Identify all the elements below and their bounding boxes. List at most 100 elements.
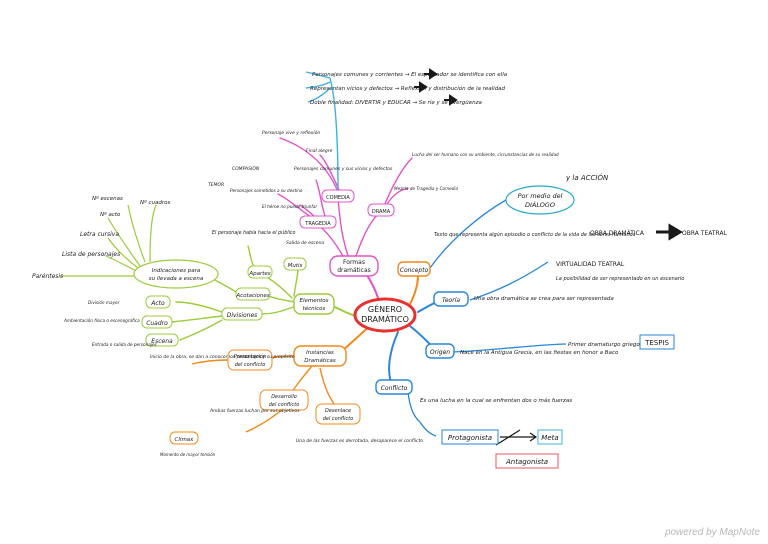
node-concepto[interactable] [397,261,431,277]
node-origen[interactable] [425,343,455,359]
label-desarrollo-1: Desarrollo [271,394,297,400]
node-desenlace[interactable] [315,403,361,425]
label-comedia: COMEDIA [326,195,350,201]
label-divisiones: Divisiones [227,312,258,319]
node-desarrollo[interactable] [259,389,309,411]
label-instancias-1: Instancias [306,350,334,356]
node-elementos[interactable] [293,293,335,315]
note-concepto: Texto que representa algún episodio o co… [434,231,636,238]
node-instancias[interactable] [293,345,347,367]
note-obra-teatral: OBRA TEATRAL [682,230,728,237]
center-node[interactable] [353,297,417,333]
node-protagonista[interactable] [441,429,499,445]
note-personaje-habla: El personaje habla hacia el público [212,229,296,236]
note-accion: y la ACCIÓN [565,173,609,182]
node-dialogo[interactable] [505,185,575,215]
node-apartes[interactable] [247,265,273,279]
label-meta: Meta [541,434,558,442]
label-escena: Escena [151,338,173,345]
label-desenlace-2: del conflicto [323,416,354,422]
node-cuadro[interactable] [141,315,173,329]
node-conflicto[interactable] [375,379,413,395]
label-presentacion-1: Presentación [234,353,266,360]
node-drama[interactable] [367,203,395,217]
label-apartes: Apartes [248,271,270,277]
note-top-3: Doble finalidad: DIVERTIR y EDUCAR → Se … [310,99,482,106]
node-climax[interactable] [169,431,199,445]
note-lista-personajes: Lista de personajes [62,251,120,258]
label-tespis: TESPIS [644,339,669,347]
note-presentacion: Inicio de la obra, se dan a conocer los … [150,353,295,360]
label-drama: DRAMA [372,209,391,215]
note-tragedia-5: El héroe no puede triunfar [262,204,317,209]
label-antagonista: Antagonista [505,458,548,466]
note-drama-1: Lucha del ser humano con su ambiente, ci… [412,152,559,157]
node-acto[interactable] [145,295,171,309]
label-elementos-2: técnicos [303,305,326,312]
note-desenlace: Una de las fuerzas es derrotada, desapar… [296,438,423,444]
label-origen: Origen [430,349,450,356]
note-conflicto: Es una lucha en la cual se enfrentan dos… [420,397,572,404]
note-escena: Entrada o salida de personajes [92,342,158,347]
node-meta[interactable] [537,429,563,445]
node-tespis[interactable] [639,334,675,350]
label-elementos-1: Elementos [299,298,328,304]
note-acto: División mayor [88,300,120,305]
node-antagonista[interactable] [495,453,559,469]
label-indicaciones-2: su llevada a escena [149,276,204,282]
note-tragedia-1: Personaje vive y reflexión [262,129,320,136]
note-climax: Momento de mayor tensión [160,452,216,457]
branch-comedia [337,199,349,257]
note-virtualidad-2: La posibilidad de ser representado en un… [556,276,684,282]
label-formas-2: dramáticas [337,267,371,274]
note-letra-cursiva: Letra cursiva [80,231,119,238]
note-n-actos: Nº acto [100,211,121,218]
note-salida: Salida de escena [286,240,324,246]
node-escena[interactable] [145,333,179,347]
note-desarrollo: Ambas fuerzas luchan por sus objetivos [209,408,300,414]
label-mutis: Mutis [288,263,303,269]
label-protagonista: Protagonista [448,434,492,442]
note-tragedia-2: COMPASIÓN [232,165,260,172]
node-mutis[interactable] [283,257,307,271]
node-divisiones[interactable] [221,307,263,321]
label-dialogo-1: Por medio del [518,192,563,200]
note-comedia-2: Personajes comunes y sus vicios y defect… [294,166,393,172]
node-acotaciones[interactable] [235,287,271,301]
note-drama-2: Mezcla de Tragedia y Comedia [394,186,459,191]
watermark: powered by MapNote [664,527,760,538]
note-top-2: Representan vicios y defectos → Reflexió… [310,85,506,92]
label-acto: Acto [150,300,165,307]
note-tragedia-4: Personajes sometidos a su destino [230,188,303,193]
note-comedia-1: Final alegre [306,148,333,154]
label-climax: Clímax [175,436,195,443]
label-concepto: Concepto [400,267,429,274]
note-n-escenas: Nº escenas [92,195,123,202]
note-cuadro: Ambientación física o escenográfica [63,318,140,323]
note-tespis: Primer dramaturgo griego [568,342,640,348]
label-tragedia: TRAGEDIA [304,221,331,227]
note-teoria: Una obra dramática se crea para ser repr… [474,295,614,302]
note-virtualidad: VIRTUALIDAD TEATRAL [556,261,625,268]
note-parentesis: Paréntesis [32,273,63,280]
node-tragedia[interactable] [299,215,337,229]
note-tragedia-3: TEMOR [208,182,224,188]
node-comedia[interactable] [321,189,355,203]
label-desenlace-1: Desenlace [325,408,351,414]
label-indicaciones-1: Indicaciones para [152,268,201,274]
node-indicaciones[interactable] [133,259,219,289]
label-instancias-2: Dramáticas [304,357,336,364]
node-teoria[interactable] [433,291,469,307]
note-obra-dramatica: OBRA DRAMÁTICA [590,230,645,237]
label-acotaciones: Acotaciones [235,293,269,299]
branch-drama [355,211,381,257]
node-formas[interactable] [329,255,379,277]
center-label-2: DRAMÁTICO [361,313,409,324]
label-conflicto: Conflicto [381,385,408,392]
label-presentacion-2: del conflicto [235,362,266,368]
branch-conflicto [388,331,399,386]
label-teoria: Teoría [442,297,460,304]
label-dialogo-2: DIÁLOGO [525,200,555,209]
node-presentacion[interactable] [227,349,273,371]
